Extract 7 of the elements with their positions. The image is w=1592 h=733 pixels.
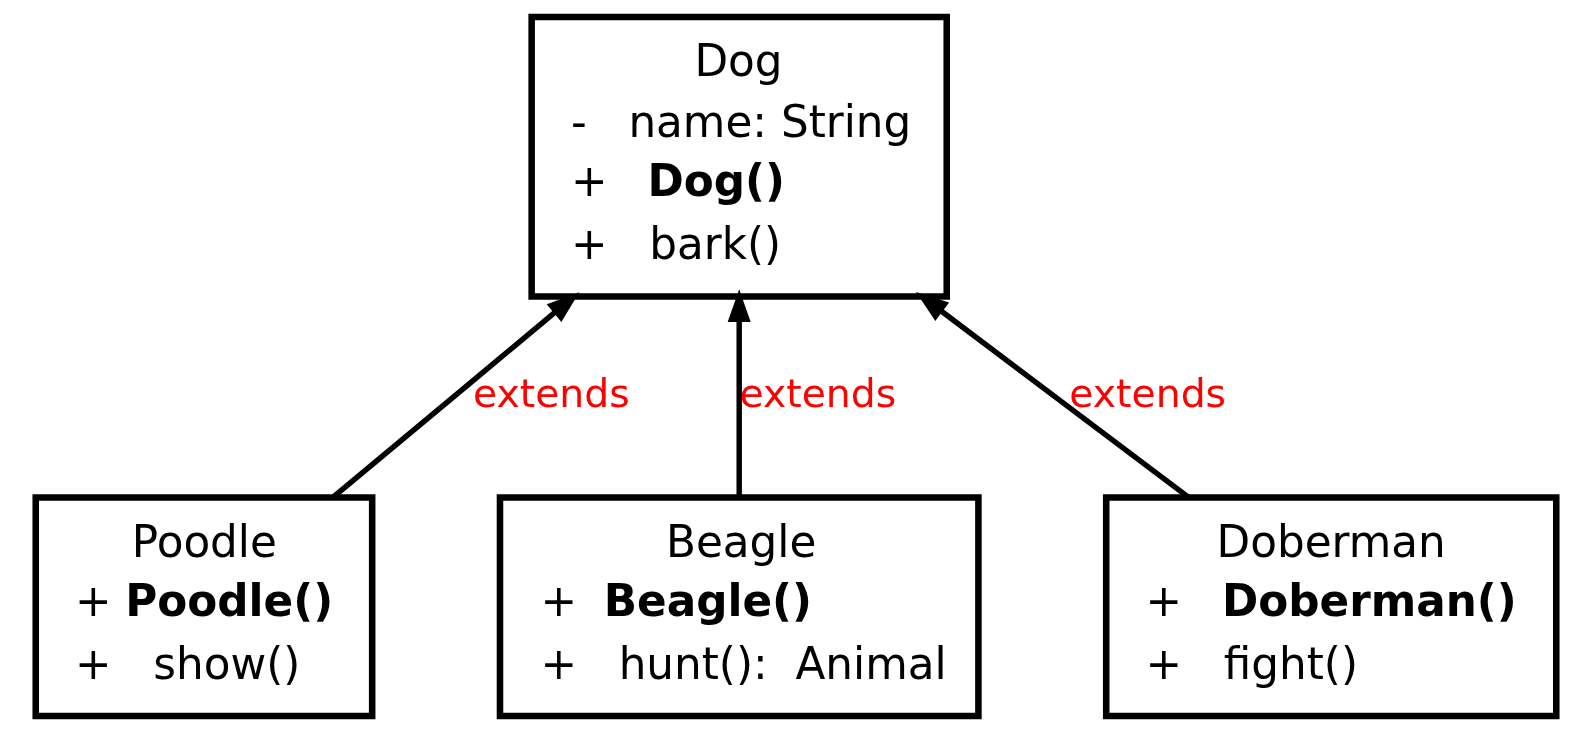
node-box: Poodle + Poodle() + show() — [32, 494, 376, 720]
node-box: Dog - name: String + Dog() + bark() — [528, 13, 950, 300]
node-box: Beagle + Beagle() + hunt(): Animal — [496, 494, 982, 720]
node-box: Doberman + Doberman() + fight() — [1102, 494, 1560, 720]
edge-label: extends — [472, 370, 630, 416]
edge-label: extends — [1069, 370, 1227, 416]
arrow — [727, 289, 751, 498]
